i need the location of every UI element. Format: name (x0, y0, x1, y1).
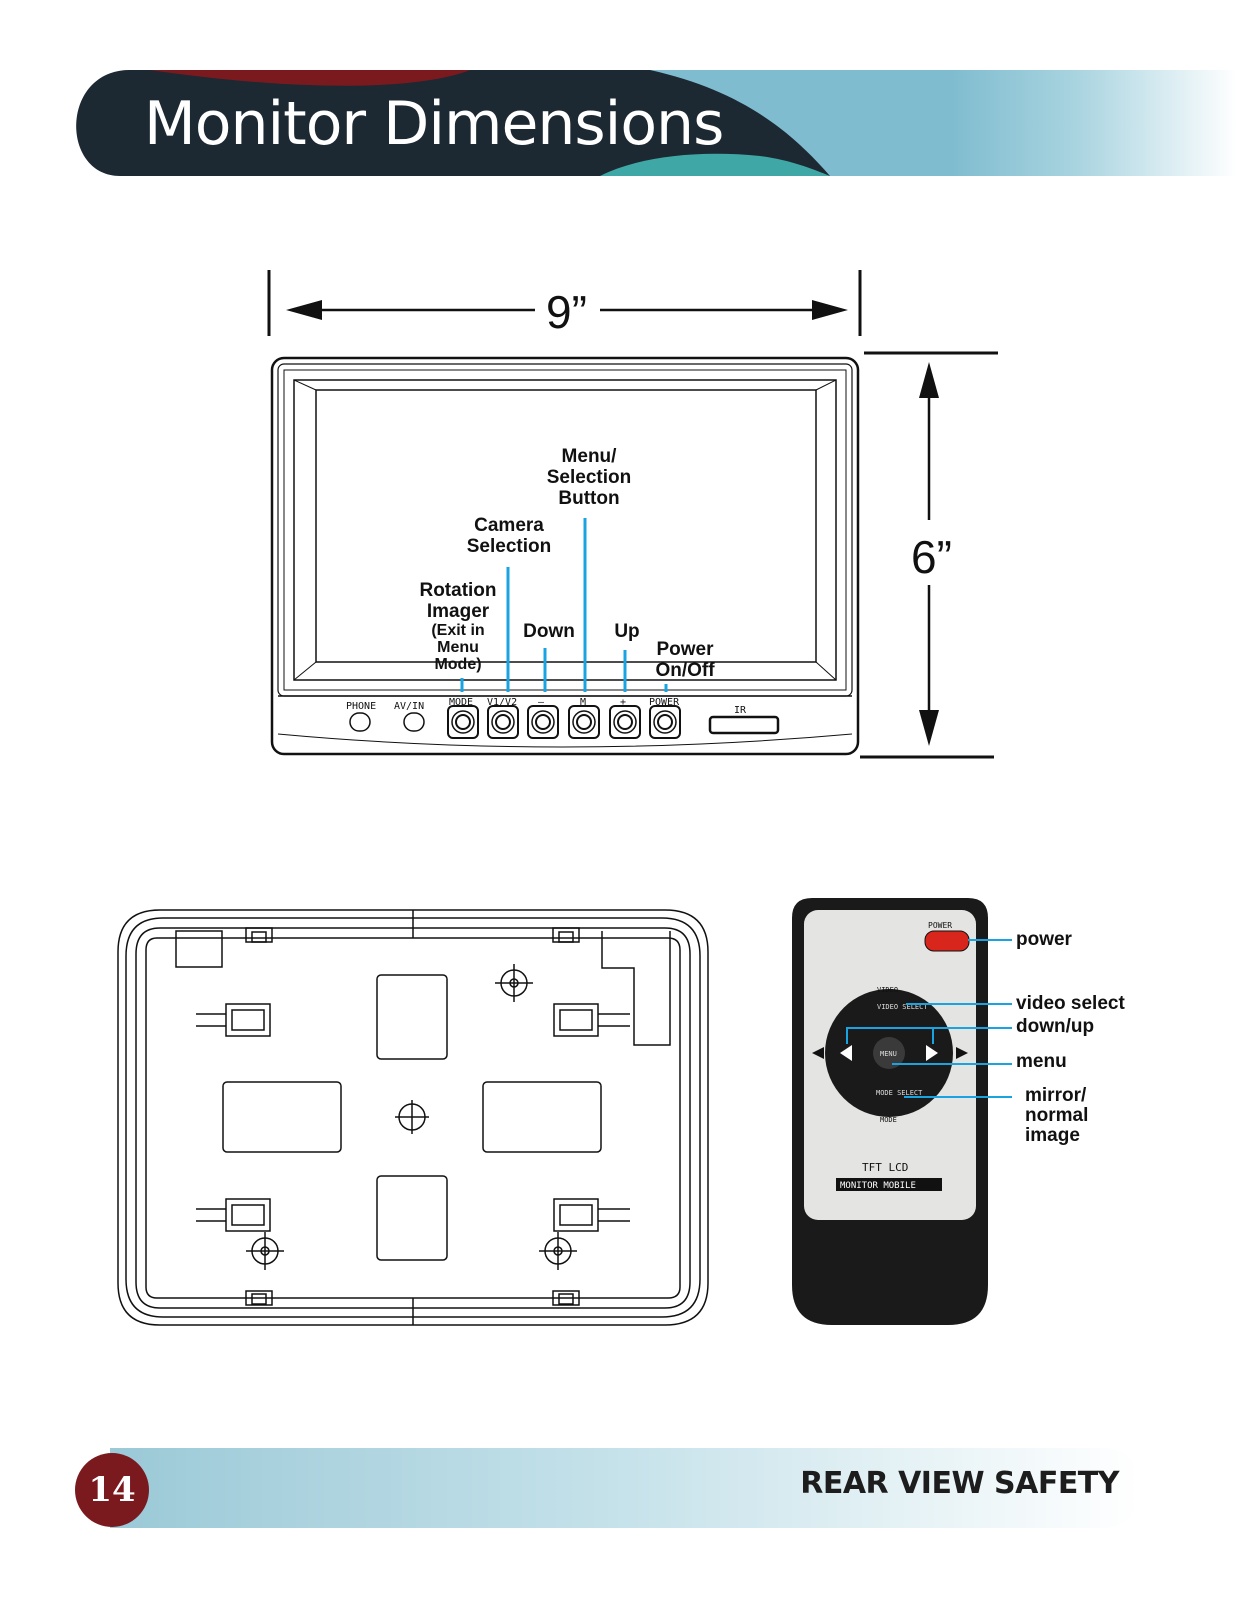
height-dimension (860, 351, 998, 759)
width-label: 9” (546, 286, 587, 338)
remote-callout-power: power (1016, 929, 1072, 950)
remote-key-mode: MODE (880, 1116, 897, 1124)
callout-menu-selection: Menu/ Selection Button (546, 446, 632, 509)
remote-callout-video-select: video select (1016, 993, 1125, 1014)
remote-callout-lines (846, 939, 1012, 1098)
callout-power: Power On/Off (655, 639, 715, 681)
panel-label-plus: + (620, 697, 626, 708)
panel-label-avin: AV/IN (394, 701, 424, 712)
callout-down: Down (523, 621, 575, 642)
remote-callout-menu: menu (1016, 1051, 1067, 1072)
control-panel (349, 705, 780, 739)
callout-rotation-note: (Exit in Menu Mode) (431, 622, 485, 673)
remote-callout-down-up: down/up (1016, 1016, 1095, 1037)
height-label: 6” (911, 531, 952, 583)
header-banner (76, 70, 1237, 176)
callout-lines (460, 518, 668, 692)
callout-camera-selection: Camera Selection (466, 515, 552, 557)
callout-rotation-imager: Rotation Imager (419, 580, 497, 622)
remote-brand-label: MONITOR MOBILE (840, 1181, 916, 1191)
remote-tft-label: TFT LCD (862, 1161, 908, 1174)
footer-banner (75, 1448, 1140, 1528)
width-dimension (267, 270, 862, 336)
page-number: 14 (88, 1470, 136, 1510)
panel-label-ir: IR (734, 705, 747, 716)
remote-key-video: VIDEO (877, 986, 898, 994)
panel-label-phone: PHONE (346, 701, 376, 712)
panel-label-power: POWER (649, 697, 680, 708)
panel-label-v1v2: V1/V2 (487, 697, 517, 708)
remote-key-video-select: VIDEO SELECT (877, 1003, 928, 1011)
remote-key-mode-select: MODE SELECT (876, 1089, 923, 1097)
remote-control (792, 898, 988, 1325)
monitor-front (270, 356, 860, 756)
panel-label-mode: MODE (449, 697, 473, 708)
panel-label-minus: — (538, 697, 545, 708)
panel-label-m: M (580, 697, 586, 708)
footer-brand: REAR VIEW SAFETY (800, 1466, 1119, 1501)
remote-key-power: POWER (928, 921, 952, 930)
remote-callout-mirror: mirror/ normal image (1025, 1085, 1089, 1146)
monitor-back-plate (117, 909, 709, 1326)
page-title: Monitor Dimensions (144, 89, 724, 159)
callout-up: Up (614, 621, 640, 642)
remote-key-menu: MENU (880, 1050, 897, 1058)
